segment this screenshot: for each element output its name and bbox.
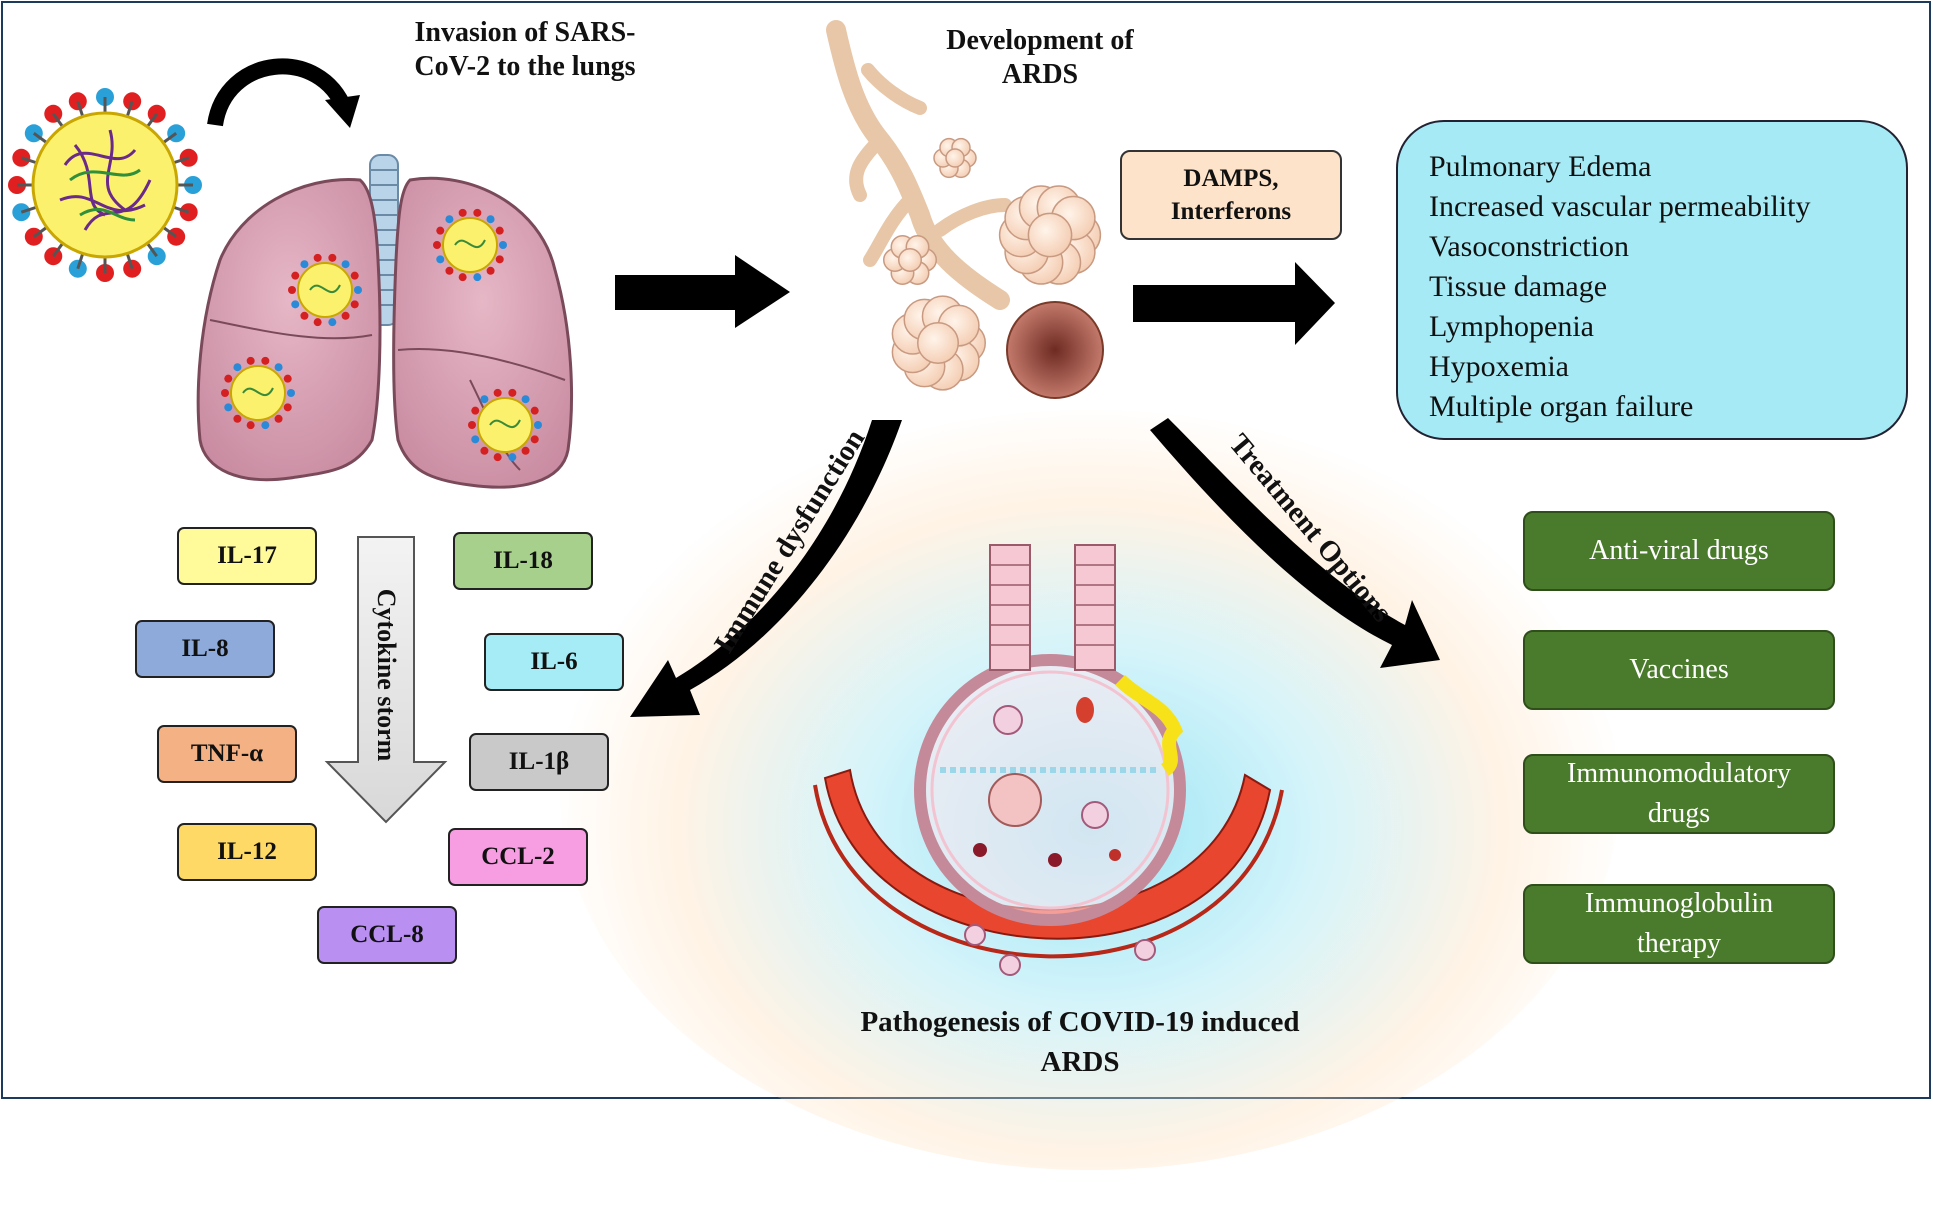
small-virus-icon — [288, 253, 362, 327]
cytokine-box: IL-12 — [177, 823, 317, 881]
invasion-title-line2: CoV-2 to the lungs — [414, 51, 636, 82]
treatment-box: Immunomodulatory drugs — [1523, 754, 1835, 834]
mediators-box: DAMPS, Interferons — [1120, 150, 1342, 240]
cytokine-label: IL-18 — [493, 547, 553, 574]
effect-item: Vasoconstriction — [1429, 230, 1629, 263]
effect-item: Lymphopenia — [1429, 310, 1594, 343]
treatment-label-line2: drugs — [1647, 798, 1711, 829]
treatment-label: Anti-viral drugs — [1589, 535, 1769, 566]
pathogenesis-title: Pathogenesis of COVID-19 induced ARDS — [780, 1002, 1380, 1082]
virus-spike — [68, 92, 87, 111]
cytokine-box: IL-1β — [469, 733, 609, 791]
treatment-label-line1: Immunomodulatory — [1567, 758, 1791, 789]
cytokine-label: TNF-α — [190, 740, 264, 767]
treatment-box: Immunoglobulin therapy — [1523, 884, 1835, 964]
cytokine-box: IL-17 — [177, 527, 317, 585]
lung-viruses — [221, 208, 542, 462]
arrow-to-ards — [615, 255, 790, 328]
treatment-box: Anti-viral drugs — [1523, 511, 1835, 591]
cytokine-label: CCL-8 — [350, 921, 424, 948]
cytokine-label: IL-17 — [217, 542, 277, 569]
arrow-to-effects — [1133, 262, 1335, 345]
small-virus-icon — [468, 388, 542, 462]
effect-item: Tissue damage — [1429, 270, 1608, 303]
virus-spike — [123, 92, 142, 111]
treatment-arrow — [1150, 418, 1440, 668]
mediators-line1: DAMPS, — [1183, 165, 1279, 192]
invasion-title: Invasion of SARS- CoV-2 to the lungs — [360, 16, 690, 84]
ards-title-line2: ARDS — [1001, 59, 1079, 90]
treatment-label-line1: Immunoglobulin — [1584, 888, 1774, 919]
cytokine-label: IL-6 — [530, 648, 578, 675]
treatment-label: Vaccines — [1629, 654, 1729, 685]
treatment-label-line2: therapy — [1637, 928, 1721, 959]
infection-arrow — [207, 58, 353, 127]
cytokine-box: CCL-2 — [448, 828, 588, 886]
pathogenesis-title-line1: Pathogenesis of COVID-19 induced — [860, 1006, 1300, 1038]
cytokine-box: CCL-8 — [317, 906, 457, 964]
pathogenesis-title-line2: ARDS — [1040, 1046, 1120, 1078]
mediators-line2: Interferons — [1170, 198, 1292, 225]
cytokine-label: IL-8 — [181, 635, 229, 662]
virus-spike — [12, 203, 31, 222]
effects-box: Pulmonary Edema Increased vascular perme… — [1396, 120, 1908, 440]
effect-item: Pulmonary Edema — [1429, 150, 1652, 183]
small-virus-icon — [221, 356, 295, 430]
invasion-title-line1: Invasion of SARS- — [414, 17, 636, 48]
ards-title-line1: Development of — [946, 25, 1134, 56]
treatment-box: Vaccines — [1523, 630, 1835, 710]
cytokine-box: TNF-α — [157, 725, 297, 783]
alveolus-pathogenesis-illustration — [813, 544, 1284, 976]
immune-dysfunction-arrow — [630, 420, 902, 717]
effect-item: Increased vascular permeability — [1429, 190, 1811, 223]
virus-spike — [12, 148, 31, 167]
cytokine-storm-label: Cytokine storm — [372, 588, 401, 762]
ards-title: Development of ARDS — [880, 24, 1200, 92]
cytokine-storm-arrow — [324, 536, 448, 824]
cytokine-box: IL-8 — [135, 620, 275, 678]
cytokine-label: CCL-2 — [481, 843, 555, 870]
effect-item: Hypoxemia — [1429, 350, 1569, 383]
alveoli-illustration — [826, 20, 1104, 399]
cytokine-box: IL-6 — [484, 633, 624, 691]
small-virus-icon — [433, 208, 507, 282]
effect-item: Multiple organ failure — [1429, 390, 1694, 423]
cytokine-label: IL-1β — [508, 748, 570, 775]
cytokine-label: IL-12 — [217, 838, 277, 865]
virus-icon — [8, 88, 202, 282]
cytokine-box: IL-18 — [453, 532, 593, 590]
